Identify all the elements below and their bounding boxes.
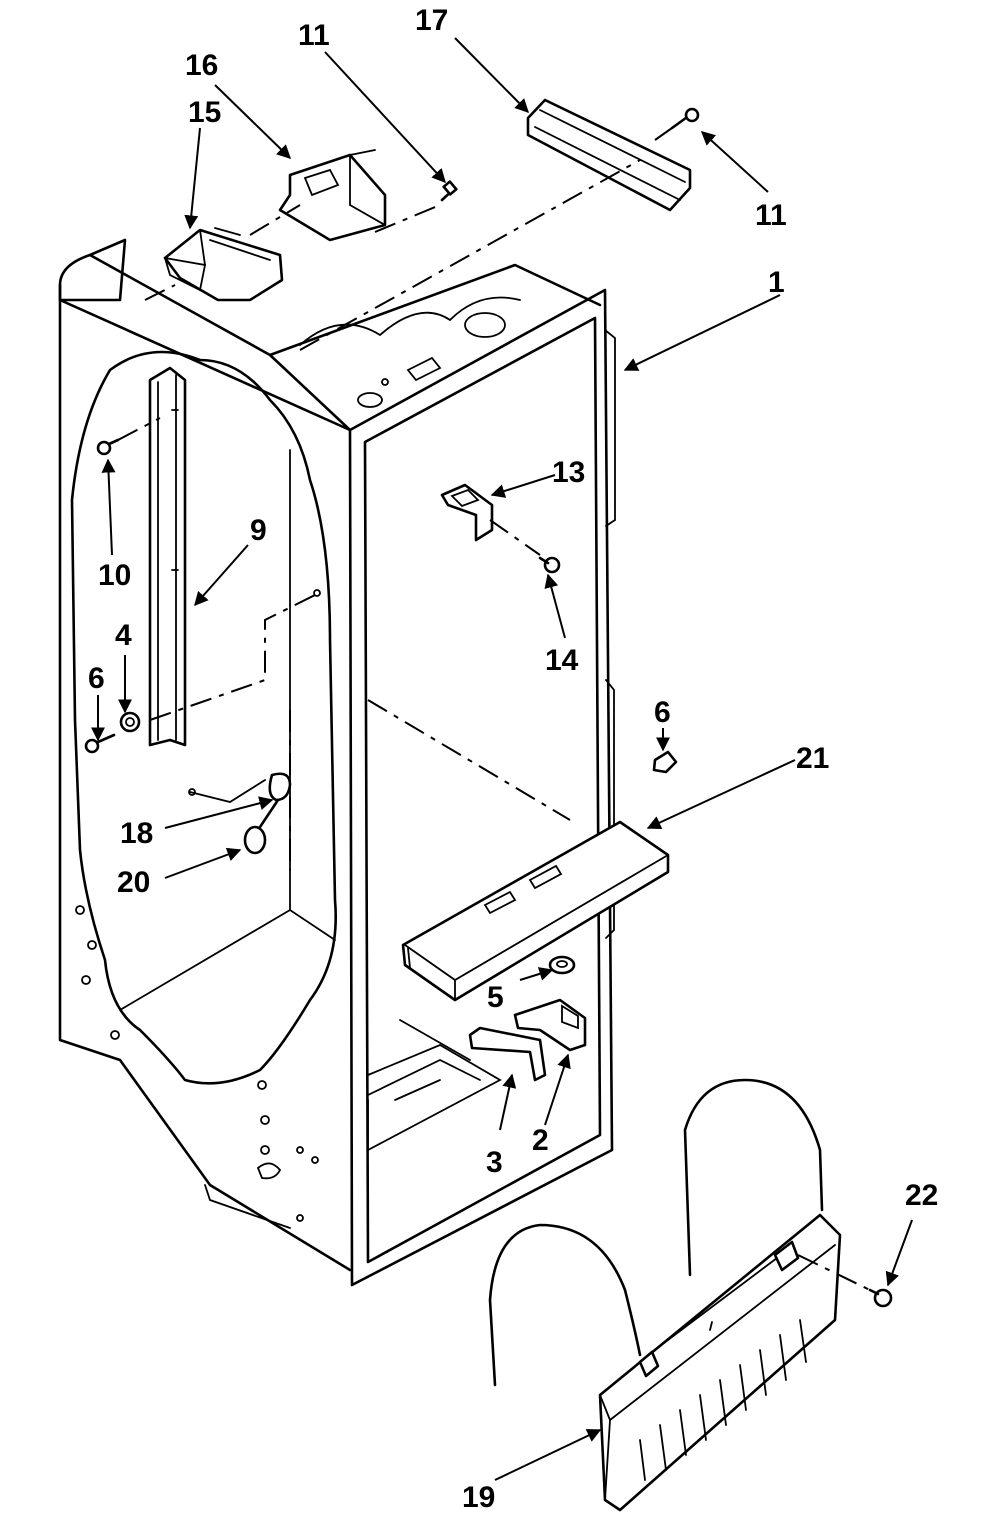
lamp-20: [243, 798, 280, 855]
callout-10: 10: [98, 559, 131, 592]
screw-14: [538, 556, 561, 574]
leader-lines: [91, 37, 913, 1481]
screw-22: [868, 1288, 893, 1308]
cover-16: [278, 149, 387, 242]
screw-11-right: [670, 107, 700, 130]
bracket-3: [468, 1026, 547, 1082]
screw-11-top: [440, 180, 458, 202]
callout-3: 3: [486, 1146, 503, 1179]
cabinet-liner: [58, 238, 616, 1287]
screw-10: [96, 417, 161, 456]
callout-13: 13: [552, 456, 585, 489]
clip-18: [188, 772, 292, 803]
callout-1: 1: [768, 266, 785, 299]
callout-17: 17: [415, 4, 448, 37]
nut-4: [119, 711, 141, 733]
bracket-2: [513, 998, 587, 1052]
callout-6-left: 6: [88, 662, 105, 695]
callout-6-right: 6: [654, 696, 671, 729]
callout-21: 21: [796, 742, 829, 775]
screw-6-right: [652, 750, 678, 774]
callout-11-right: 11: [755, 199, 787, 232]
callout-14: 14: [545, 644, 579, 677]
bracket-13: [440, 483, 494, 542]
callout-5: 5: [487, 981, 504, 1014]
callout-19: 19: [462, 1481, 495, 1514]
bracket-17: [526, 98, 692, 212]
callout-9: 9: [250, 514, 267, 547]
shelf-support-21: [401, 820, 670, 1002]
nut-5: [548, 955, 576, 975]
drain-pan-19: [488, 1078, 842, 1512]
callout-22: 22: [905, 1179, 938, 1212]
callout-18: 18: [120, 817, 153, 850]
callout-16: 16: [185, 49, 218, 82]
control-housing-15: [163, 227, 284, 302]
vertical-rail: [148, 366, 187, 747]
screw-6-left: [84, 733, 116, 754]
callout-15: 15: [188, 96, 221, 129]
callout-20: 20: [117, 866, 150, 899]
callout-4: 4: [115, 619, 132, 652]
callout-2: 2: [532, 1124, 549, 1157]
callout-11-top: 11: [298, 19, 330, 52]
